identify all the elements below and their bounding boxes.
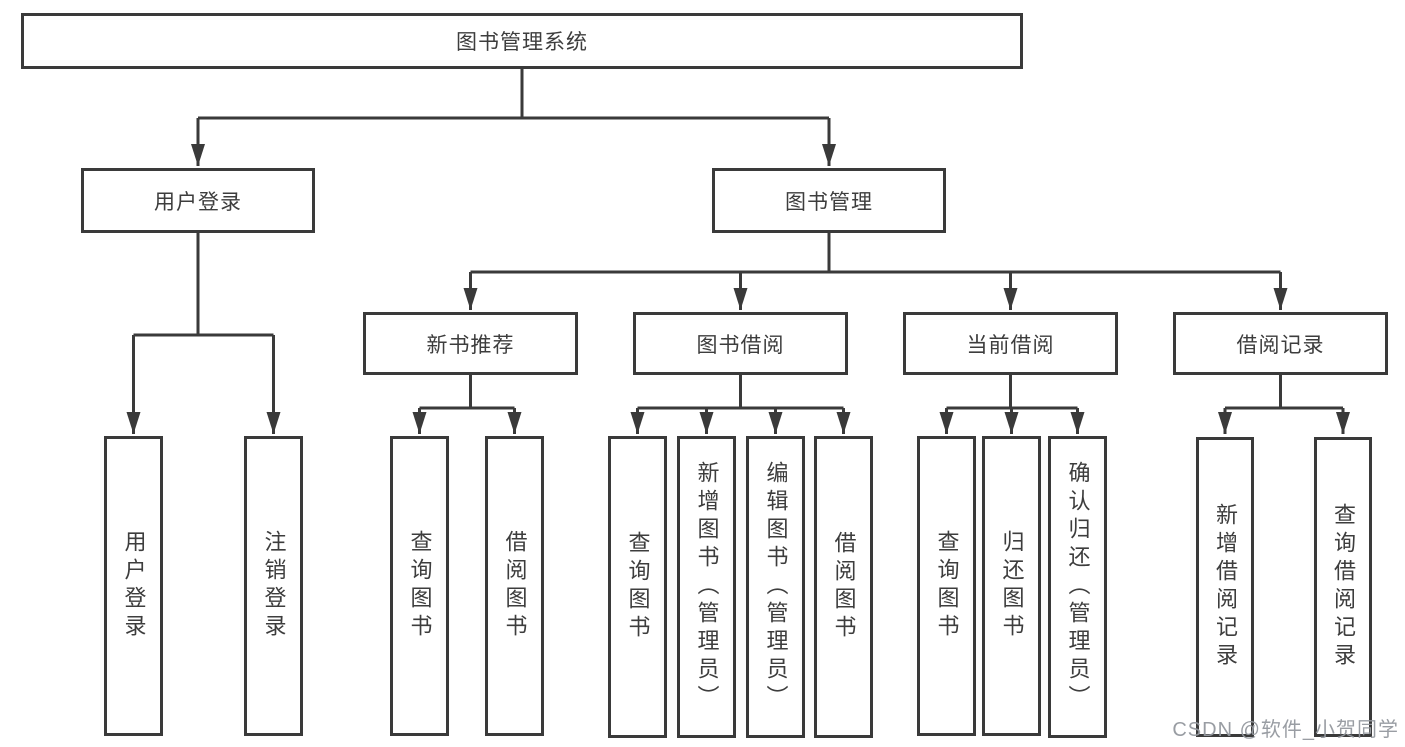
csdn-watermark: CSDN @软件_小贺同学 (1172, 719, 1399, 741)
leaf-query-borrow-record: 查询借阅记录 (1314, 437, 1372, 737)
leaf-borrow-query-books: 查询图书 (608, 436, 667, 738)
leaf-return-books: 归还图书 (982, 436, 1041, 736)
leaf-confirm-return-admin: 确认归还（管理员） (1048, 436, 1107, 738)
node-book-borrowing: 图书借阅 (633, 312, 848, 375)
leaf-user-login: 用户登录 (104, 436, 163, 736)
leaf-logout: 注销登录 (244, 436, 303, 736)
leaf-add-borrow-record: 新增借阅记录 (1196, 437, 1254, 737)
node-root-library-system: 图书管理系统 (21, 13, 1023, 69)
leaf-add-books-admin: 新增图书（管理员） (677, 436, 736, 738)
leaf-current-query-books: 查询图书 (917, 436, 976, 736)
leaf-recommend-query-books: 查询图书 (390, 436, 449, 736)
leaf-edit-books-admin: 编辑图书（管理员） (746, 436, 805, 738)
node-current-borrowing: 当前借阅 (903, 312, 1118, 375)
node-new-book-recommend: 新书推荐 (363, 312, 578, 375)
leaf-borrow-books: 借阅图书 (814, 436, 873, 738)
leaf-recommend-borrow-books: 借阅图书 (485, 436, 544, 736)
node-book-management: 图书管理 (712, 168, 946, 233)
node-user-login: 用户登录 (81, 168, 315, 233)
node-borrowing-records: 借阅记录 (1173, 312, 1388, 375)
